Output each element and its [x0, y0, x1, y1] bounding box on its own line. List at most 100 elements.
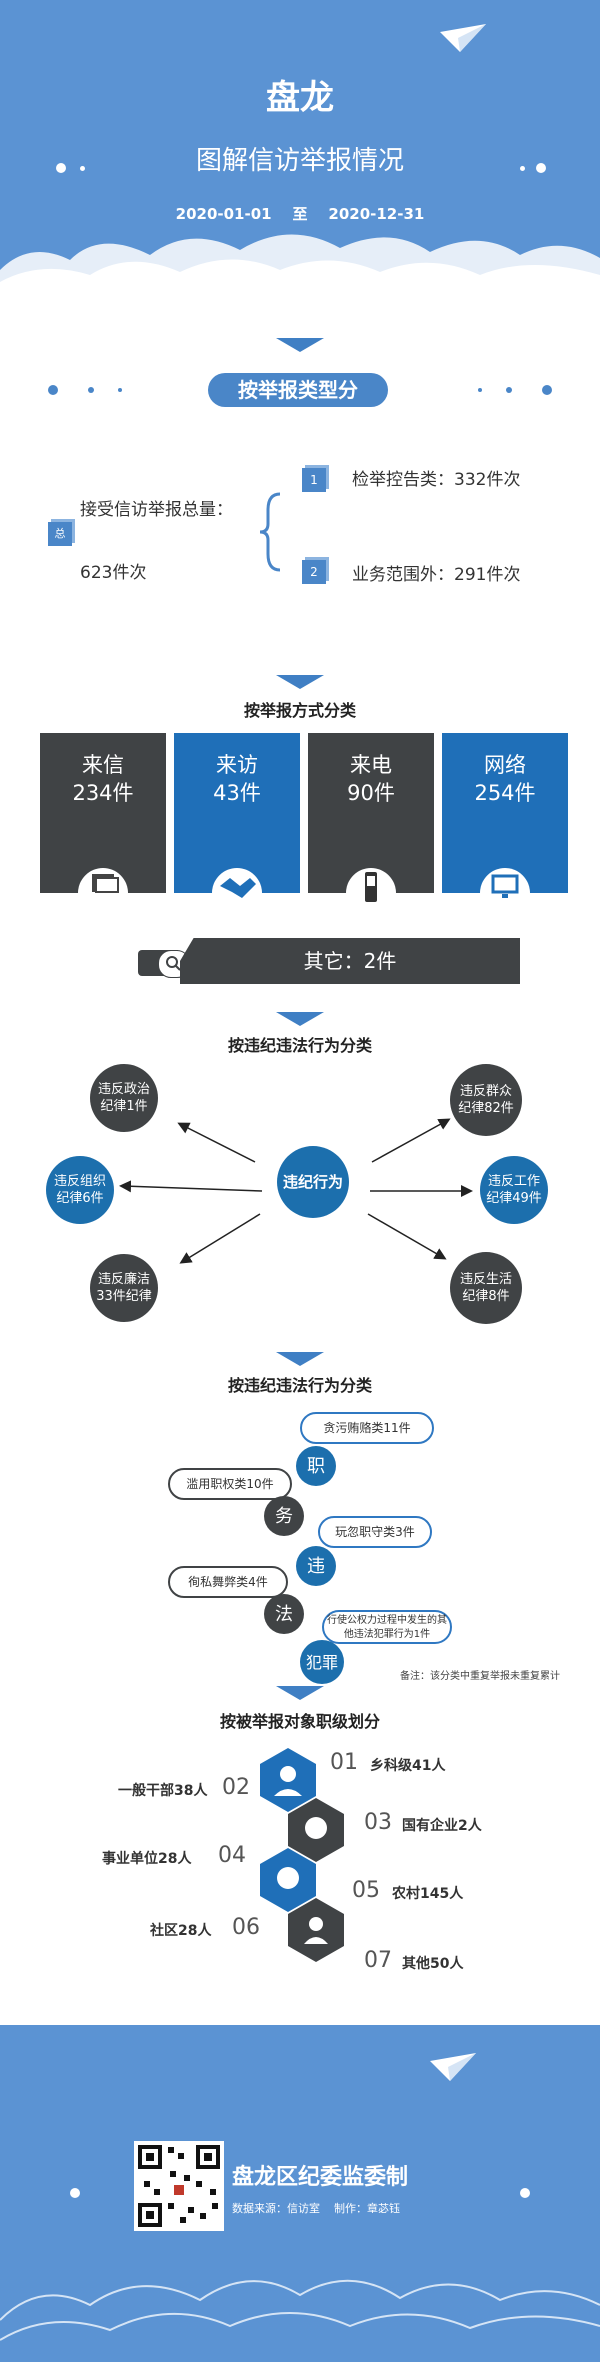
page-subtitle: 图解信访举报情况 — [195, 146, 404, 176]
monitor-icon — [491, 874, 519, 898]
section1-title: 按举报类型分 — [208, 373, 388, 407]
node-line2: 纪律82件 — [458, 1101, 514, 1116]
rank-label: 事业单位28人 — [102, 1851, 192, 1867]
crime-item-2: 滥用职权类10件 — [168, 1468, 292, 1500]
card-icon-circle — [78, 868, 128, 918]
card-count: 234件 — [72, 781, 134, 805]
decor-dot — [536, 163, 546, 173]
page-title: 盘龙 — [266, 78, 334, 118]
card-name: 来电 — [350, 753, 392, 777]
hex-cell — [288, 1898, 344, 1962]
note: 备注：该分类中重复举报未重复累计 — [400, 1671, 560, 1682]
qr-code — [134, 2141, 224, 2231]
brace-icon — [259, 492, 281, 572]
rank-num: 05 — [352, 1878, 380, 1903]
node-line2: 纪律6件 — [56, 1191, 104, 1206]
card-name: 来信 — [82, 753, 124, 777]
violation-political: 违反政治纪律1件 — [90, 1064, 158, 1132]
header-banner: 盘龙 图解信访举报情况 2020-01-01 至 2020-12-31 — [0, 0, 600, 302]
section-arrow — [276, 1012, 324, 1026]
method-card-letter: 来信 234件 — [40, 733, 166, 918]
card-count: 43件 — [213, 781, 261, 805]
rank-label: 一般干部38人 — [118, 1783, 208, 1799]
rank-num: 07 — [364, 1948, 392, 1973]
hex-cell — [260, 1848, 316, 1912]
cloud-decoration — [0, 234, 600, 302]
violation-organization: 违反组织纪律6件 — [46, 1156, 114, 1224]
card-icon-circle — [346, 868, 396, 918]
cube-icon: 1 — [302, 468, 326, 492]
decor-dot — [478, 388, 482, 392]
crime-char-4: 法 — [264, 1594, 304, 1634]
node-line1: 违反组织 — [53, 1174, 106, 1189]
rank-label: 社区28人 — [150, 1923, 212, 1939]
section3-title: 按违纪违法行为分类 — [227, 1036, 372, 1055]
section4-title: 按违纪违法行为分类 — [227, 1376, 372, 1395]
date-separator: 至 — [292, 205, 308, 223]
card-count: 254件 — [474, 781, 536, 805]
footer-credits: 数据来源：信访室 制作：章苾钰 — [232, 2200, 400, 2216]
crime-char-2: 务 — [264, 1496, 304, 1536]
rank-num: 04 — [218, 1843, 246, 1868]
section-arrow — [276, 1352, 324, 1366]
hex-cell — [288, 1798, 344, 1862]
method-card-phone: 来电 90件 — [308, 733, 434, 918]
center-node: 违纪行为 — [277, 1146, 349, 1218]
rank-num: 06 — [232, 1915, 260, 1940]
head-icon — [305, 1817, 327, 1839]
total-label: 接受信访举报总量： — [80, 500, 233, 520]
rank-num: 01 — [330, 1750, 358, 1775]
cube-icon: 总 — [48, 522, 72, 546]
decor-dot — [80, 166, 85, 171]
method-card-network: 网络 254件 — [442, 733, 568, 918]
decor-dot — [56, 163, 66, 173]
decor-dot — [506, 387, 512, 393]
search-icon — [166, 956, 181, 971]
node-line1: 违反政治 — [97, 1082, 150, 1097]
user-icon — [304, 1917, 328, 1944]
node-line2: 纪律8件 — [462, 1289, 510, 1304]
head-icon — [277, 1867, 299, 1889]
footer: 盘龙区纪委监委制 数据来源：信访室 制作：章苾钰 — [0, 2025, 600, 2362]
section-arrow — [276, 338, 324, 352]
other-bar: 其它：2件 — [180, 938, 520, 984]
violation-life: 违反生活纪律8件 — [450, 1252, 522, 1324]
node-line1: 违反工作 — [487, 1174, 540, 1189]
qr-code-icon — [138, 2145, 220, 2227]
phone-icon — [365, 872, 377, 902]
crime-item-1: 贪污贿赂类11件 — [300, 1412, 434, 1444]
total-value: 623件次 — [80, 563, 147, 583]
crime-item-5: 行使公权力过程中发生的其他违法犯罪行为1件 — [322, 1610, 452, 1644]
node-line2: 纪律1件 — [100, 1099, 148, 1114]
node-line1: 违反生活 — [459, 1272, 512, 1287]
crime-char-1: 职 — [296, 1446, 336, 1486]
hex-cell — [260, 1748, 316, 1812]
card-name: 来访 — [216, 753, 258, 777]
paper-plane-icon — [440, 24, 486, 52]
crime-char-5: 犯罪 — [300, 1640, 344, 1684]
node-line1: 违反廉洁 — [97, 1272, 150, 1287]
date-range: 2020-01-01 至 2020-12-31 — [0, 203, 600, 224]
date-start: 2020-01-01 — [175, 205, 272, 223]
rank-num: 03 — [364, 1810, 392, 1835]
handshake-icon — [220, 878, 256, 898]
cloud-decoration — [0, 2279, 600, 2341]
type-item-1: 检举控告类：332件次 — [352, 470, 521, 490]
card-icon-circle — [212, 868, 262, 918]
rank-label: 农村145人 — [392, 1886, 464, 1902]
section-arrow — [276, 1686, 324, 1700]
date-end: 2020-12-31 — [328, 205, 425, 223]
crime-item-3: 玩忽职守类3件 — [318, 1516, 432, 1548]
violation-mass: 违反群众纪律82件 — [450, 1064, 522, 1136]
section2-title: 按举报方式分类 — [243, 701, 356, 720]
rank-label: 其他50人 — [402, 1956, 464, 1972]
decor-dot — [88, 387, 94, 393]
crime-item-4: 徇私舞弊类4件 — [168, 1566, 288, 1598]
type-item-2: 业务范围外：291件次 — [352, 565, 521, 585]
rank-num: 02 — [222, 1775, 250, 1800]
section-arrow — [276, 675, 324, 689]
decor-dot — [520, 166, 525, 171]
rank-label: 国有企业2人 — [402, 1818, 482, 1834]
decor-dot — [48, 385, 58, 395]
